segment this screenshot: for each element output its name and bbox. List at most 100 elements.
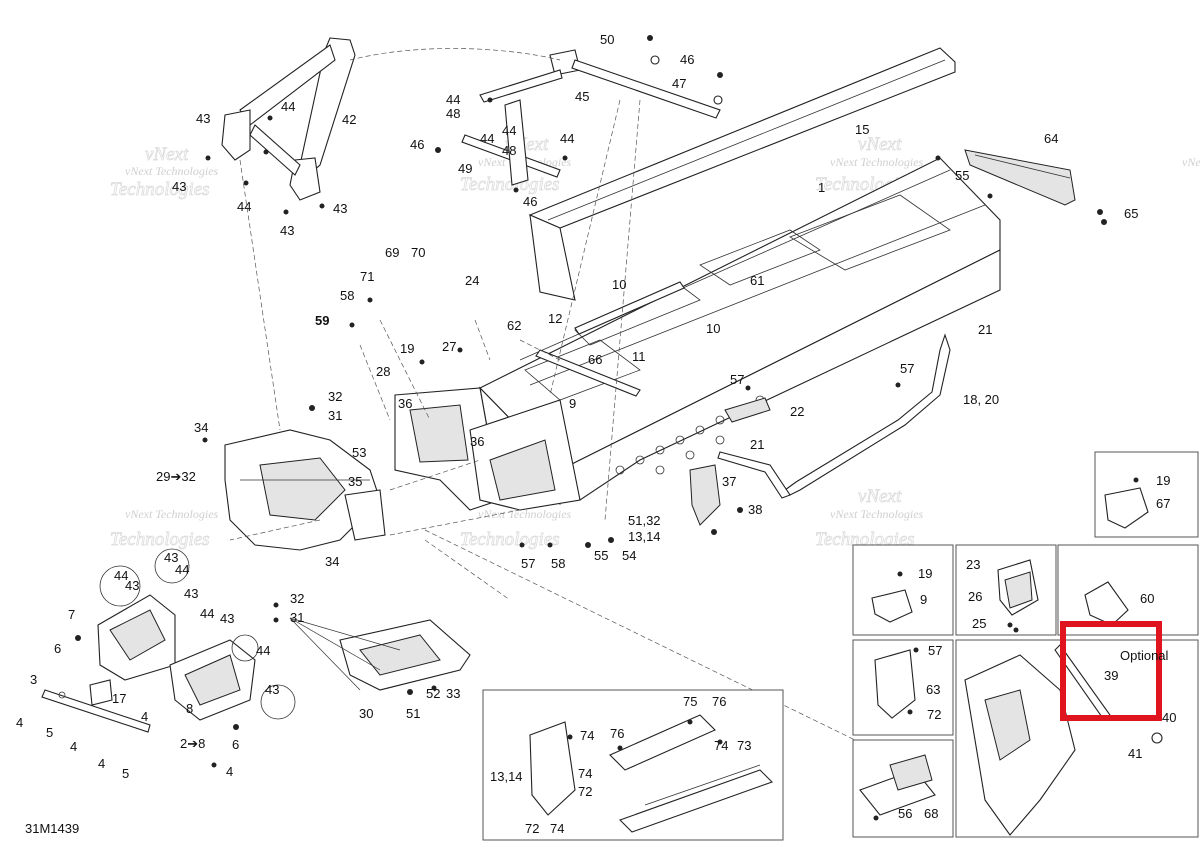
callout-60: 60 xyxy=(1140,591,1154,606)
callout-15: 15 xyxy=(855,122,869,137)
callout-2-8: 2➔8 xyxy=(180,736,205,751)
callout-23: 23 xyxy=(966,557,980,572)
callout-44: 44 xyxy=(560,131,574,146)
callout-73: 73 xyxy=(737,738,751,753)
watermark-text: vNext Technologies xyxy=(830,507,924,521)
lower-left-parts xyxy=(41,594,471,733)
callout-32: 32 xyxy=(328,389,342,404)
callout-36: 36 xyxy=(470,434,484,449)
callout-optional: Optional xyxy=(1120,648,1169,663)
callout-43: 43 xyxy=(220,611,234,626)
callout-13-14: 13,14 xyxy=(628,529,661,544)
callout-3: 3 xyxy=(30,672,37,687)
callout-4: 4 xyxy=(98,756,105,771)
callout-68: 68 xyxy=(924,806,938,821)
callout-35: 35 xyxy=(348,474,362,489)
callout-72: 72 xyxy=(578,784,592,799)
callout-57: 57 xyxy=(521,556,535,571)
watermark-text: vNext Technologies xyxy=(478,507,572,521)
callout-5: 5 xyxy=(122,766,129,781)
callout-36: 36 xyxy=(398,396,412,411)
callout-43: 43 xyxy=(196,111,210,126)
callout-21: 21 xyxy=(978,322,992,337)
callout-43: 43 xyxy=(172,179,186,194)
callout-65: 65 xyxy=(1124,206,1138,221)
watermark-text: Technologies xyxy=(460,529,560,550)
callout-circles xyxy=(58,548,296,720)
callout-75: 75 xyxy=(683,694,697,709)
callout-39: 39 xyxy=(1104,668,1118,683)
callout-70: 70 xyxy=(411,245,425,260)
callout-51-32: 51,32 xyxy=(628,513,661,528)
a-arm-42 xyxy=(221,37,356,201)
callout-6: 6 xyxy=(232,737,239,752)
callout-34: 34 xyxy=(325,554,339,569)
callout-59: 59 xyxy=(315,313,329,328)
callout-46: 46 xyxy=(410,137,424,152)
callout-69: 69 xyxy=(385,245,399,260)
callout-31: 31 xyxy=(290,610,304,625)
callout-21: 21 xyxy=(750,437,764,452)
callout-62: 62 xyxy=(507,318,521,333)
watermark-text: Technologies xyxy=(110,179,210,200)
callout-41: 41 xyxy=(1128,746,1142,761)
callout-57: 57 xyxy=(730,372,744,387)
callout-74: 74 xyxy=(580,728,594,743)
callout-9: 9 xyxy=(920,592,927,607)
callout-28: 28 xyxy=(376,364,390,379)
callout-45: 45 xyxy=(575,89,589,104)
callout-63: 63 xyxy=(926,682,940,697)
callout-26: 26 xyxy=(968,589,982,604)
front-frame-29 xyxy=(224,429,386,551)
callout-51: 51 xyxy=(406,706,420,721)
callout-1: 1 xyxy=(818,180,825,195)
callout-32: 32 xyxy=(290,591,304,606)
callout-57: 57 xyxy=(928,643,942,658)
watermark-text: vNext Technologies xyxy=(125,507,219,521)
callout-19: 19 xyxy=(918,566,932,581)
callout-76: 76 xyxy=(712,694,726,709)
inset-boxes xyxy=(482,451,1199,841)
callout-12: 12 xyxy=(548,311,562,326)
callout-43: 43 xyxy=(125,578,139,593)
callout-22: 22 xyxy=(790,404,804,419)
leader-lines xyxy=(229,48,856,741)
callout-61: 61 xyxy=(750,273,764,288)
callout-43: 43 xyxy=(333,201,347,216)
callout-44: 44 xyxy=(446,92,460,107)
callout-44: 44 xyxy=(237,199,251,214)
callout-31: 31 xyxy=(328,408,342,423)
callout-74: 74 xyxy=(578,766,592,781)
callout-4: 4 xyxy=(226,764,233,779)
callout-4: 4 xyxy=(141,709,148,724)
callout-50: 50 xyxy=(600,32,614,47)
callout-30: 30 xyxy=(359,706,373,721)
callout-67: 67 xyxy=(1156,496,1170,511)
callout-57: 57 xyxy=(900,361,914,376)
upper-link-45 xyxy=(461,49,723,186)
callout-44: 44 xyxy=(256,643,270,658)
callout-37: 37 xyxy=(722,474,736,489)
callout-55: 55 xyxy=(955,168,969,183)
callout-18-20: 18, 20 xyxy=(963,392,999,407)
callout-25: 25 xyxy=(972,616,986,631)
watermark-text: vNext xyxy=(145,144,189,165)
callout-44: 44 xyxy=(175,562,189,577)
callout-64: 64 xyxy=(1044,131,1058,146)
callout-10: 10 xyxy=(706,321,720,336)
watermark-text: vNext Technologies xyxy=(830,155,924,169)
callout-34: 34 xyxy=(194,420,208,435)
callout-58: 58 xyxy=(340,288,354,303)
callout-72: 72 xyxy=(927,707,941,722)
callout-9: 9 xyxy=(569,396,576,411)
callout-58: 58 xyxy=(551,556,565,571)
callout-5: 5 xyxy=(46,725,53,740)
fasteners xyxy=(75,35,1139,821)
callout-53: 53 xyxy=(352,445,366,460)
callout-17: 17 xyxy=(112,691,126,706)
callout-40: 40 xyxy=(1162,710,1176,725)
watermark-text: Technologies xyxy=(110,529,210,550)
callout-74: 74 xyxy=(550,821,564,836)
watermark-text: vNext Technologies xyxy=(1182,155,1200,169)
callout-19: 19 xyxy=(400,341,414,356)
